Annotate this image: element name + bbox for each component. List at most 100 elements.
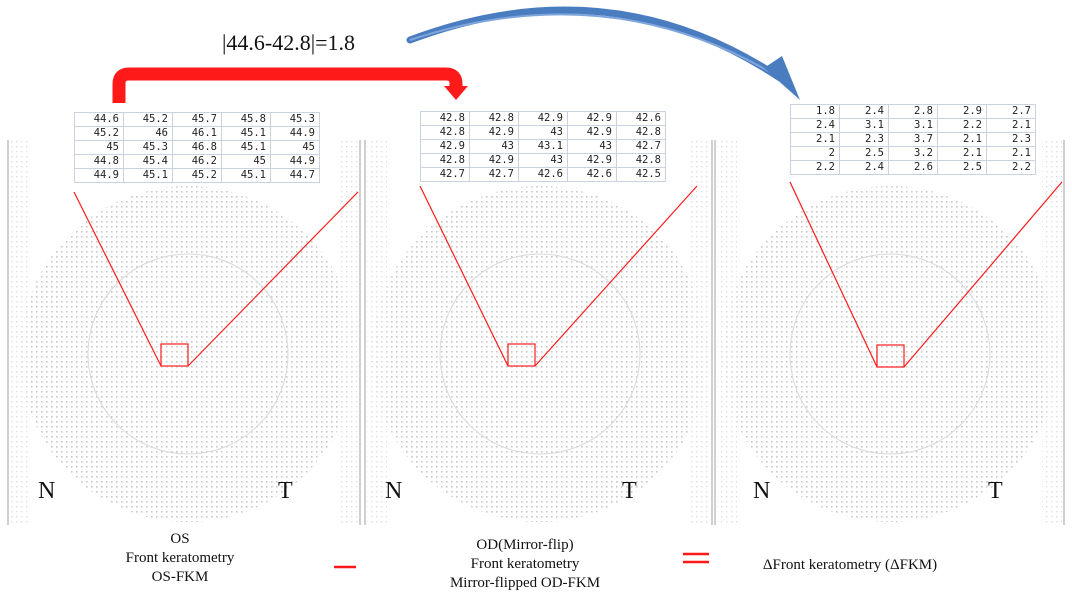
table-cell: 3.7 [888, 132, 938, 147]
panel-1-caption-line-3: OS-FKM [151, 569, 209, 585]
table-cell: 42.8 [616, 153, 666, 168]
table-cell: 42.8 [616, 125, 666, 140]
table-cell: 42.9 [567, 111, 617, 126]
table-cell: 45.7 [172, 112, 222, 127]
panel-2-caption-line-3: Mirror-flipped OD-FKM [449, 575, 601, 591]
table-cell: 42.9 [469, 125, 519, 140]
table-cell: 2.1 [790, 132, 840, 147]
table-cell: 42.7 [469, 167, 519, 182]
panel-1-temporal-label: T [278, 478, 293, 504]
table-cell: 42.6 [518, 167, 568, 182]
table-cell: 2.3 [986, 132, 1036, 147]
table-cell: 2.8 [888, 104, 938, 119]
table-cell: 42.9 [469, 153, 519, 168]
table-cell: 42.9 [567, 125, 617, 140]
panel-3-zoom-line-left [789, 181, 878, 368]
panel-1-zoom-box [160, 343, 189, 367]
panel-2-zoom-line-left [419, 185, 509, 367]
table-cell: 45.1 [123, 168, 173, 183]
panel-1-caption-line-2: Front keratometry [125, 550, 235, 566]
table-cell: 45.3 [270, 112, 320, 127]
table-cell: 2.7 [986, 104, 1036, 119]
panel-2-temporal-label: T [622, 478, 637, 504]
red-step-arrow [112, 67, 468, 103]
table-cell: 42.8 [420, 125, 470, 140]
table-cell: 43 [567, 139, 617, 154]
panel-2-caption-line-2: Front keratometry [470, 556, 580, 572]
table-cell: 45.3 [123, 140, 173, 155]
panel-3-map [714, 140, 1065, 525]
table-cell: 43 [518, 125, 568, 140]
table-cell: 2.4 [839, 160, 889, 175]
table-cell: 3.1 [888, 118, 938, 133]
panel-2-caption-line-1: OD(Mirror-flip) [476, 537, 574, 553]
table-cell: 45.8 [221, 112, 271, 127]
panel-1-map [7, 140, 361, 525]
table-cell: 2.1 [986, 146, 1036, 161]
table-cell: 45 [270, 140, 320, 155]
table-cell: 2.1 [986, 118, 1036, 133]
table-cell: 2.6 [888, 160, 938, 175]
table-cell: 2.2 [790, 160, 840, 175]
table-cell: 46.2 [172, 154, 222, 169]
panel-3-nasal-label: N [753, 478, 771, 504]
table-cell: 45.2 [172, 168, 222, 183]
table-cell: 43 [518, 153, 568, 168]
panel-1-caption-line-1: OS [170, 531, 190, 547]
panel-1-zoom-line-left [73, 191, 162, 367]
panel-1-caption: OS Front keratometry OS-FKM [90, 530, 270, 587]
panel-2-caption: OD(Mirror-flip) Front keratometry Mirror… [420, 536, 630, 593]
table-cell: 2.4 [790, 118, 840, 133]
table-cell: 46.8 [172, 140, 222, 155]
table-cell: 45 [74, 140, 124, 155]
table-cell: 2.5 [839, 146, 889, 161]
table-cell: 2.2 [986, 160, 1036, 175]
table-cell: 45.1 [221, 140, 271, 155]
table-cell: 45 [221, 154, 271, 169]
table-cell: 1.8 [790, 104, 840, 119]
panel-3-zoom-line-right [903, 181, 1063, 368]
table-cell: 2.9 [937, 104, 987, 119]
panel-3-cornea-disc [722, 186, 1058, 522]
table-cell: 44.6 [74, 112, 124, 127]
table-cell: 42.8 [420, 153, 470, 168]
difference-formula: |44.6-42.8|=1.8 [222, 30, 356, 55]
panel-2-zoom-line-right [534, 185, 698, 367]
table-cell: 43 [469, 139, 519, 154]
table-cell: 42.8 [469, 111, 519, 126]
table-cell: 42.6 [567, 167, 617, 182]
table-cell: 44.7 [270, 168, 320, 183]
panel-2-zoom-box [507, 343, 536, 367]
panel-2-cornea-disc [372, 186, 708, 522]
table-cell: 2.4 [839, 104, 889, 119]
table-cell: 44.9 [270, 126, 320, 141]
panel-1-nasal-label: N [38, 478, 56, 504]
panel-3-temporal-label: T [988, 478, 1003, 504]
table-cell: 3.2 [888, 146, 938, 161]
table-cell: 45.1 [221, 168, 271, 183]
table-cell: 42.8 [420, 111, 470, 126]
blue-curved-arrow [406, 6, 800, 100]
table-cell: 45.2 [123, 112, 173, 127]
table-cell: 45.2 [74, 126, 124, 141]
table-cell: 43.1 [518, 139, 568, 154]
panel-2-zoom [419, 185, 698, 367]
table-cell: 45.1 [221, 126, 271, 141]
